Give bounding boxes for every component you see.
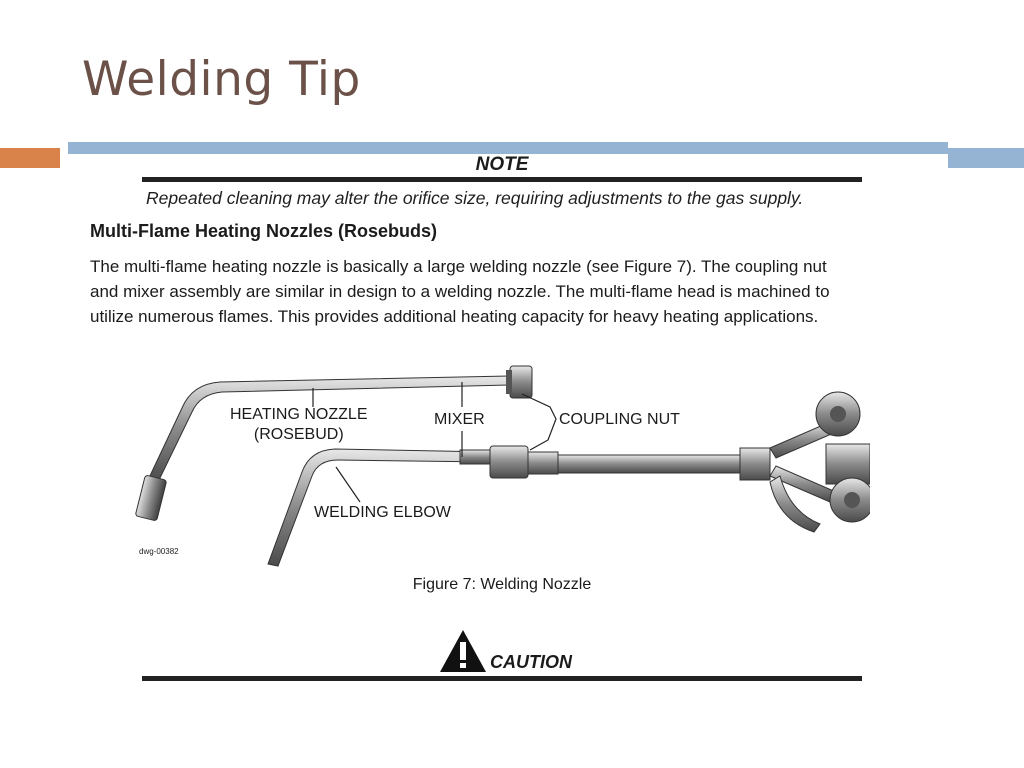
- callout-welding-elbow: WELDING ELBOW: [314, 504, 451, 521]
- section-heading: Multi-Flame Heating Nozzles (Rosebuds): [90, 221, 438, 241]
- callout-mixer: MIXER: [434, 411, 485, 428]
- body-line: The multi-flame heating nozzle is basica…: [90, 257, 827, 276]
- body-line: and mixer assembly are similar in design…: [90, 282, 830, 301]
- drawing-code: dwg-00382: [139, 547, 179, 556]
- callout-leaders: [312, 382, 557, 503]
- section-body: The multi-flame heating nozzle is basica…: [90, 254, 940, 329]
- accent-bar-blue-right: [948, 148, 1024, 168]
- heating-nozzle-tube: [135, 365, 533, 521]
- figure-caption: Figure 7: Welding Nozzle: [412, 576, 592, 593]
- accent-bar-blue: [68, 142, 948, 154]
- callout-heating-nozzle-line2: (ROSEBUD): [253, 426, 344, 443]
- caution-label: CAUTION: [490, 652, 572, 672]
- callout-coupling-nut: COUPLING NUT: [559, 411, 680, 428]
- caution-rule-bottom: [142, 676, 862, 681]
- note-rule-top: [142, 177, 862, 182]
- callout-heating-nozzle: HEATING NOZZLE (ROSEBUD): [230, 405, 368, 445]
- welding-nozzle-illustration: [135, 365, 870, 567]
- note-label: NOTE: [475, 154, 529, 175]
- callout-heating-nozzle-line1: HEATING NOZZLE: [230, 406, 368, 423]
- accent-bar-orange: [0, 148, 60, 168]
- note-text: Repeated cleaning may alter the orifice …: [146, 188, 804, 208]
- body-line: utilize numerous flames. This provides a…: [90, 307, 819, 326]
- warning-triangle-icon: [440, 630, 486, 672]
- welding-torch-body: [267, 391, 870, 567]
- slide-title: Welding Tip: [82, 52, 361, 107]
- caution-block: CAUTION: [438, 628, 598, 674]
